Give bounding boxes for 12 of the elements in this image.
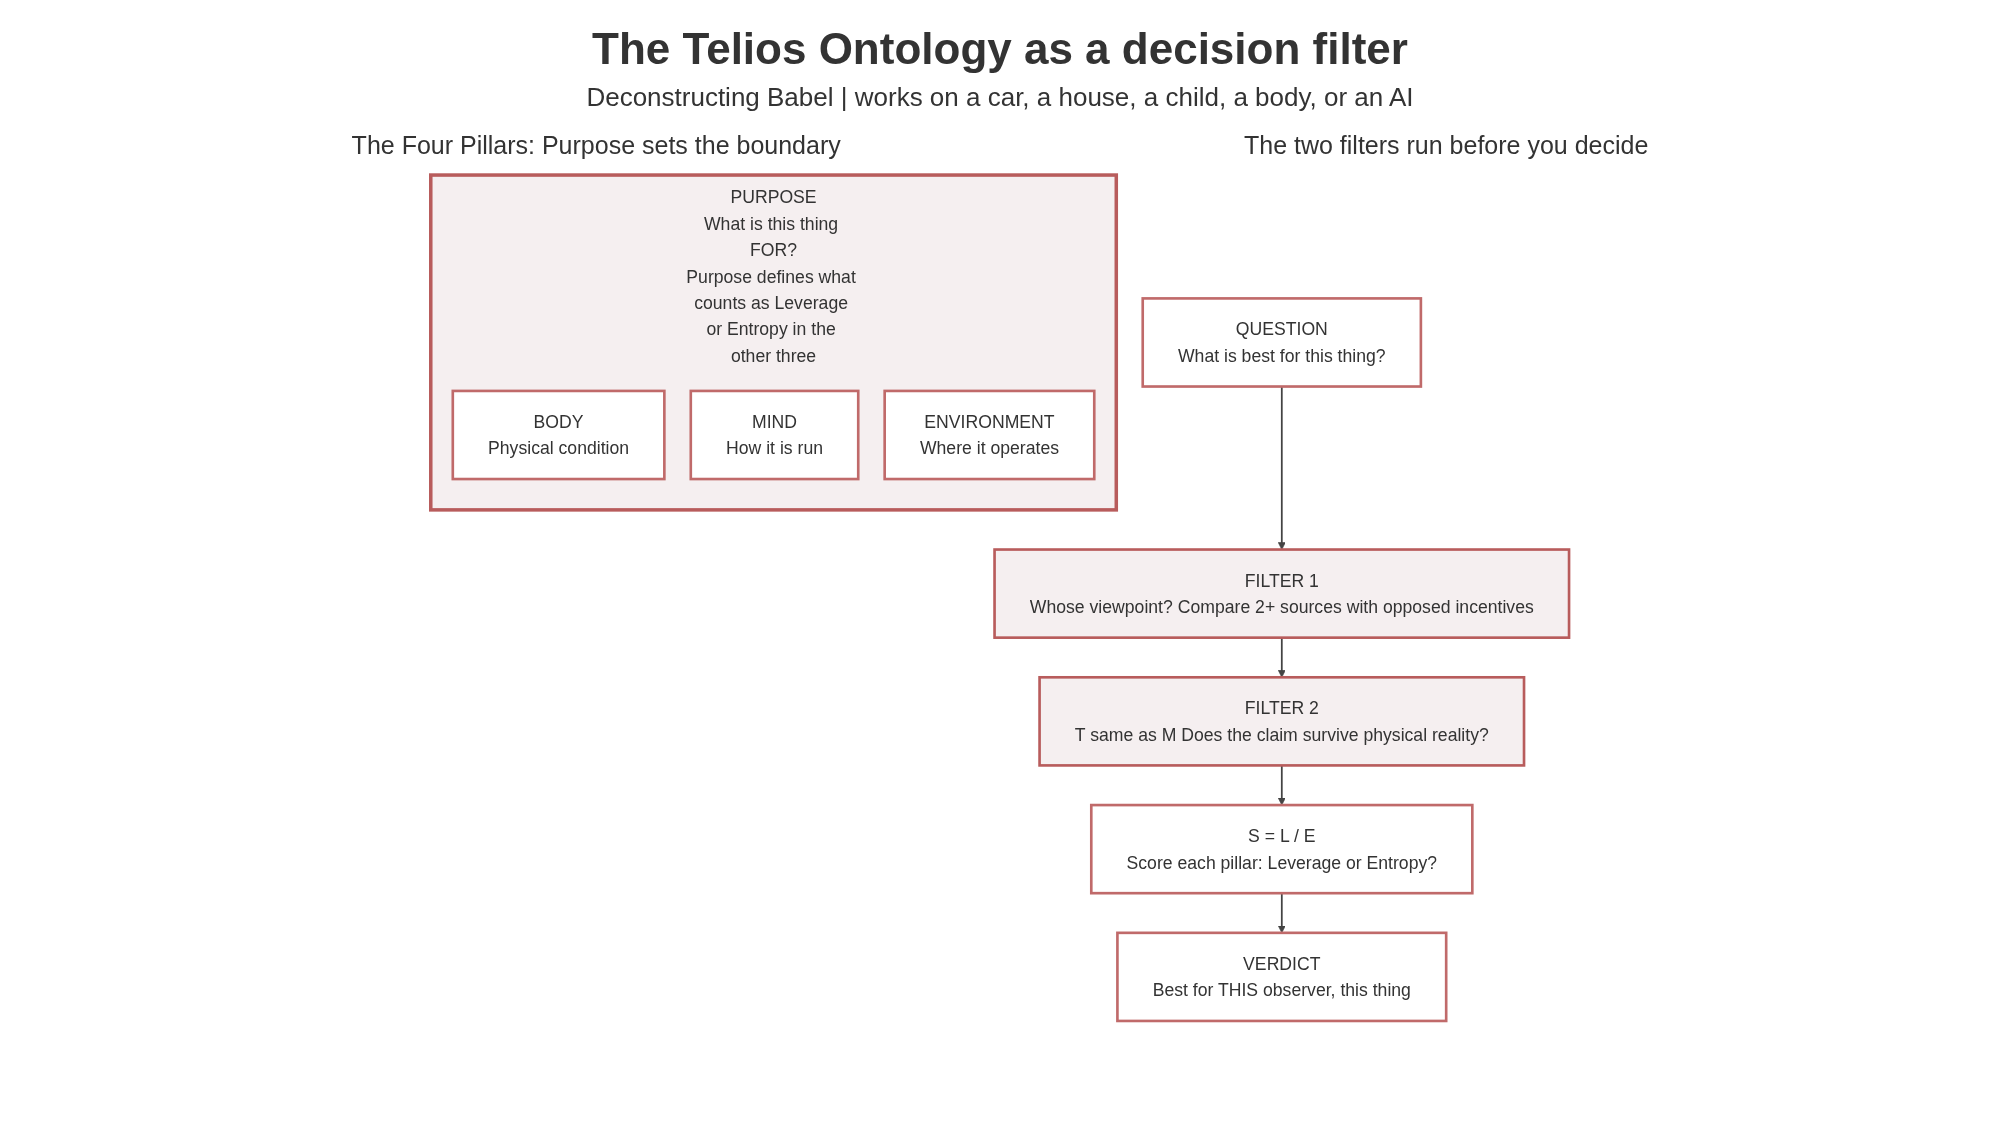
panel-heading: The two filters run before you decide [1244,131,1649,160]
node-box: S = L / E Score each pillar: Leverage or Entropy? [1090,803,1474,895]
node-box: FILTER 1 Whose viewpoint? Compare 2+ sources with opposed incentives [993,548,1571,639]
node-box: VERDICT Best for THIS observer, this thing [1116,931,1448,1023]
node-box: ENVIRONMENT Where it operates [883,389,1096,481]
node-box: BODY Physical condition [451,389,666,481]
node-box: MIND How it is run [689,389,860,481]
diagram-title: The Telios Ontology as a decision filter [592,24,1408,74]
panel-heading: The Four Pillars: Purpose sets the boundary [351,131,841,160]
node-box: QUESTION What is best for this thing? [1141,297,1423,388]
subtitle: Deconstructing Babel | works on a car, a house, a child, a body, or an AI [586,82,1414,112]
node-box: FILTER 2 T same as M Does the claim survive physical reality? [1038,675,1526,767]
